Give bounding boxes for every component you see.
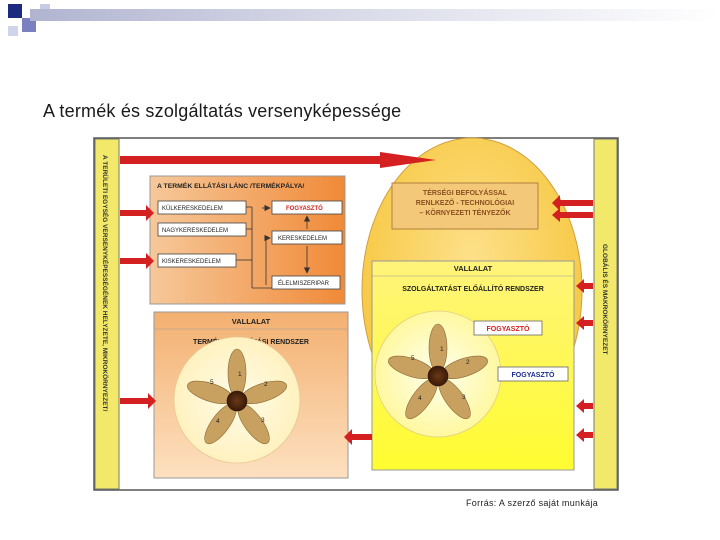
source-note: Forrás: A szerző saját munkája [466,498,599,508]
fogyaszto-small-box [271,200,343,215]
fogyaszto-small-label: FOGYASZTÓ [286,204,323,212]
nagyker-label: NAGYKERESKEDELEM [162,228,228,234]
product-petal-1: 1 [238,371,242,378]
service-vallalat-label: VALLALAT [454,264,493,273]
right-arrows [552,195,593,442]
service-system-label: SZOLGÁLTATÁST ELŐÁLLÍTÓ RENDSZER [402,284,544,293]
fogyaszto-red-box [473,320,543,336]
service-petal-numbers: 1 2 3 4 5 [411,346,470,402]
fogyaszto-blue-label: FOGYASZTÓ [512,370,555,379]
service-petal-3: 3 [462,394,466,401]
nagyker-box [157,222,247,237]
service-petal-5: 5 [411,355,415,362]
slide-title: A termék és szolgáltatás versenyképesség… [43,101,402,121]
env-line-3: – KÖRNYEZETI TÉNYEZŐK [419,208,510,217]
service-petal-2: 2 [466,359,470,366]
product-petal-4: 4 [216,418,220,425]
product-flower [187,348,287,445]
corner-square-3 [8,26,18,36]
env-line-1: TÉRSÉGI BEFOLYÁSSAL [423,188,508,197]
corner-square-1 [8,4,22,18]
kereskedelem-box [271,230,343,245]
service-petal-4: 4 [418,395,422,402]
header-bar [30,9,720,21]
service-flower [388,323,488,420]
kulker-label: KÜLKERESKEDELEM [162,205,223,212]
corner-square-2 [22,18,36,32]
environment-factors-box [391,182,539,230]
kereskedelem-label: KERESKEDELEM [278,236,327,242]
left-bar [94,138,120,490]
product-petal-3: 3 [261,417,265,424]
product-petal-5: 5 [210,379,214,386]
right-bar [593,138,618,490]
left-bar-label: A TERÜLETI EGYSÉG VERSENYKÉPESSÉGÉNEK HE… [101,155,110,412]
env-line-2: RENLKEZŐ - TECHNOLÓGIAI [416,198,514,207]
kisker-box [157,253,237,268]
kisker-label: KISKERESKEDELEM [162,259,221,265]
fogyaszto-blue-box [497,366,569,382]
product-vallalat-label: VALLALAT [232,317,271,326]
left-arrows [120,205,156,409]
supply-chain-connectors [236,204,311,289]
supply-chain-title: A TERMÉK ELLÁTÁSI LÁNC /TERMÉKPÁLYA/ [157,181,304,190]
kulker-box [157,200,247,215]
fogyaszto-red-label: FOGYASZTÓ [487,324,530,333]
bottom-red-arrow [344,429,372,445]
service-petal-1: 1 [440,346,444,353]
top-red-arrow [120,152,436,168]
product-petal-numbers: 1 2 3 4 5 [210,371,268,425]
elelmiszeripar-box [271,275,341,290]
right-bar-label: GLOBÁLIS ÉS MAKROKÖRNYEZET [601,244,610,355]
elelmiszeripar-label: ÉLELMISZERIPAR [278,280,330,287]
product-petal-2: 2 [264,381,268,388]
